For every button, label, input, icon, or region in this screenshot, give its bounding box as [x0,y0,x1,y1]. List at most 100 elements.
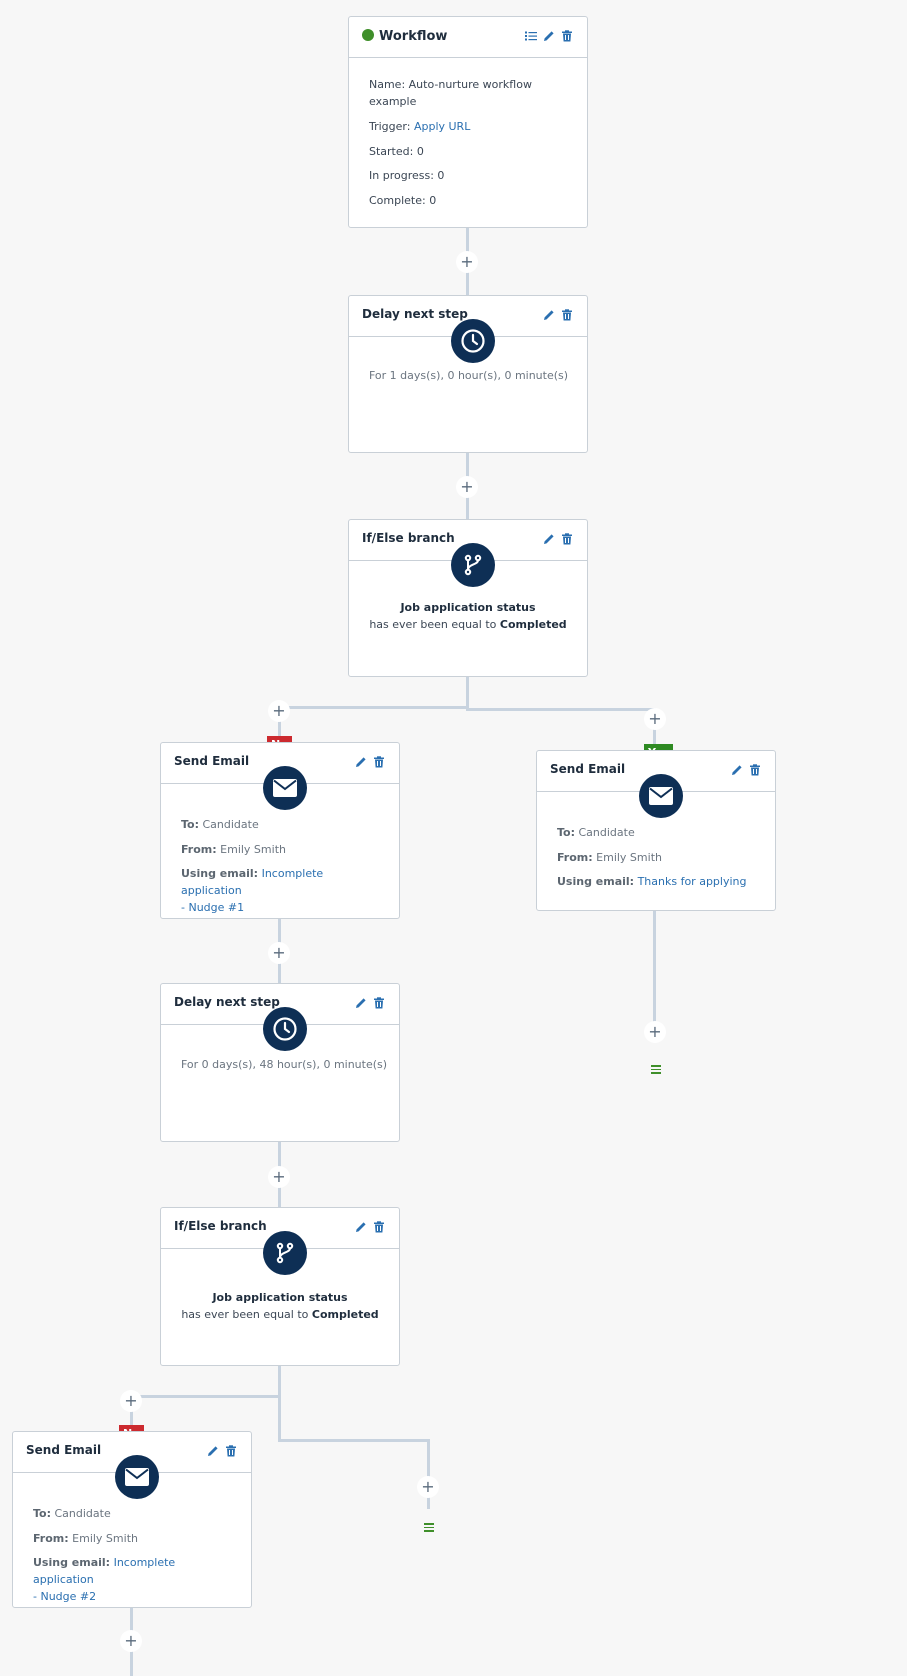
envelope-icon [263,766,307,810]
card-actions [207,1445,237,1457]
if-else-branch-card[interactable]: If/Else branch Job application status ha… [160,1207,400,1366]
card-header: Workflow [349,17,587,58]
clock-icon [451,319,495,363]
end-marker-icon [424,1523,434,1534]
email-template-link[interactable]: Incomplete application [181,867,324,897]
pencil-icon[interactable] [355,756,367,768]
email-to: To: Candidate [557,826,635,839]
condition-operator: has ever been equal to [181,1308,312,1321]
card-header: Send Email [537,751,775,792]
connector-line [130,1395,133,1431]
send-email-title: Send Email [26,1443,102,1457]
trash-icon[interactable] [749,764,761,776]
add-step-button[interactable]: + [268,700,290,722]
pencil-icon[interactable] [355,1221,367,1233]
send-email-title: Send Email [174,754,250,768]
add-step-button[interactable]: + [417,1476,439,1498]
add-step-button[interactable]: + [120,1630,142,1652]
send-email-card[interactable]: Send Email To: Candidate From: Emily Smi… [160,742,400,919]
workflow-name-continued: example [369,95,417,108]
trash-icon[interactable] [561,30,573,42]
send-email-title: Send Email [550,762,626,776]
card-actions [355,756,385,768]
connector-line [278,706,469,709]
send-email-card[interactable]: Send Email To: Candidate From: Emily Smi… [12,1431,252,1608]
condition-field: Job application status [400,601,536,614]
add-step-button[interactable]: + [268,1166,290,1188]
delay-step-title: Delay next step [362,307,468,321]
add-step-button[interactable]: + [644,1021,666,1043]
condition-operator: has ever been equal to [369,618,500,631]
list-icon[interactable] [525,30,537,42]
trash-icon[interactable] [373,1221,385,1233]
trigger-link[interactable]: Apply URL [413,120,471,133]
email-template: Using email: Thanks for applying [557,875,747,888]
connector-line [278,1439,430,1442]
condition-value: Completed [311,1308,379,1321]
pencil-icon[interactable] [731,764,743,776]
add-step-button[interactable]: + [120,1390,142,1412]
connector-line [466,676,469,710]
condition-field: Job application status [212,1291,348,1304]
end-marker-icon [651,1065,661,1076]
card-actions [543,533,573,545]
email-from: From: Emily Smith [33,1532,138,1545]
if-else-branch-card[interactable]: If/Else branch Job application status ha… [348,519,588,677]
branch-condition: Job application status has ever been equ… [161,1289,399,1323]
trash-icon[interactable] [225,1445,237,1457]
send-email-card[interactable]: Send Email To: Candidate From: Emily Smi… [536,750,776,911]
trash-icon[interactable] [373,997,385,1009]
connector-line [653,910,656,1030]
pencil-icon[interactable] [543,533,555,545]
email-from: From: Emily Smith [557,851,662,864]
pencil-icon[interactable] [543,30,555,42]
email-template-link[interactable]: Thanks for applying [637,875,747,888]
trash-icon[interactable] [561,309,573,321]
add-step-button[interactable]: + [456,251,478,273]
branch-title: If/Else branch [174,1219,267,1233]
envelope-icon [115,1455,159,1499]
workflow-complete: Complete: 0 [369,194,437,207]
branch-condition: Job application status has ever been equ… [349,599,587,633]
connector-line [427,1439,430,1509]
branch-icon [263,1231,307,1275]
email-from: From: Emily Smith [181,843,286,856]
email-to: To: Candidate [33,1507,111,1520]
pencil-icon[interactable] [355,997,367,1009]
workflow-title: Workflow [362,29,447,44]
email-template-link-cont[interactable]: - Nudge #2 [33,1590,97,1603]
connector-line [278,706,281,743]
status-dot-icon [362,29,374,41]
condition-value: Completed [499,618,567,631]
branch-title: If/Else branch [362,531,455,545]
card-actions [525,30,573,42]
add-step-button[interactable]: + [268,942,290,964]
pencil-icon[interactable] [543,309,555,321]
clock-icon [263,1007,307,1051]
card-actions [731,764,761,776]
card-header: If/Else branch [349,520,587,561]
connector-line [130,1395,280,1398]
email-template-link-cont[interactable]: - Nudge #1 [181,901,245,914]
email-template: Using email: Incomplete application- Nud… [33,1556,176,1603]
trash-icon[interactable] [561,533,573,545]
trigger-label: Trigger: [369,120,414,133]
email-template-link[interactable]: Incomplete application [33,1556,176,1586]
workflow-trigger: Trigger: Apply URL [369,120,470,133]
connector-line [278,1365,281,1441]
delay-duration: For 0 days(s), 48 hour(s), 0 minute(s) [181,1058,388,1071]
card-actions [355,1221,385,1233]
workflow-card[interactable]: Workflow Name: Auto-nurture workflow exa… [348,16,588,228]
workflow-in-progress: In progress: 0 [369,169,445,182]
card-actions [355,997,385,1009]
trash-icon[interactable] [373,756,385,768]
card-actions [543,309,573,321]
add-step-button[interactable]: + [644,708,666,730]
branch-icon [451,543,495,587]
delay-step-card[interactable]: Delay next step For 0 days(s), 48 hour(s… [160,983,400,1142]
pencil-icon[interactable] [207,1445,219,1457]
delay-duration: For 1 days(s), 0 hour(s), 0 minute(s) [369,369,569,382]
workflow-started: Started: 0 [369,145,424,158]
add-step-button[interactable]: + [456,476,478,498]
delay-step-card[interactable]: Delay next step For 1 days(s), 0 hour(s)… [348,295,588,453]
